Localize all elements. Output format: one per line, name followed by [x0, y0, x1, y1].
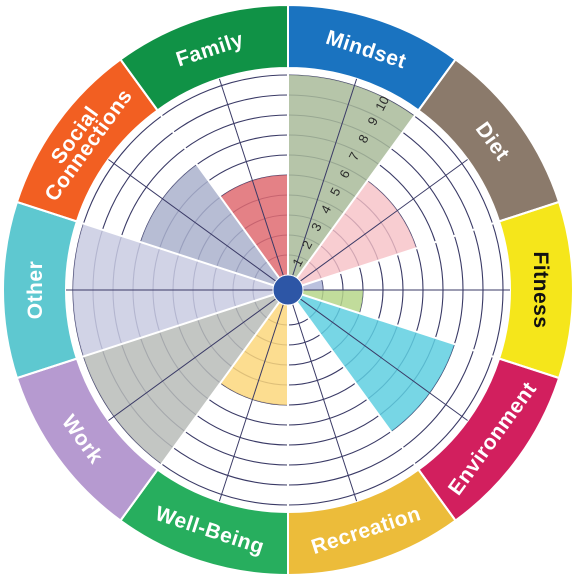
- band-divider: [16, 200, 275, 287]
- spoke: [218, 304, 284, 502]
- spoke: [292, 78, 358, 276]
- score-fill-recreation: [296, 294, 455, 432]
- band-divider: [296, 58, 457, 279]
- band-divider: [16, 293, 275, 380]
- spoke: [292, 304, 358, 502]
- band-divider: [119, 58, 280, 279]
- band-divider: [296, 301, 457, 522]
- spoke: [218, 78, 284, 276]
- score-fill-environment: [302, 290, 363, 314]
- score-fill-work: [220, 302, 288, 405]
- score-fill-extra: [140, 164, 280, 286]
- spokes: [16, 5, 560, 575]
- band-divider: [301, 200, 560, 287]
- score-fill-fitness: [302, 279, 323, 290]
- spoke: [299, 298, 468, 421]
- spoke: [299, 159, 468, 282]
- score-fill-other: [83, 294, 280, 464]
- score-fill-family: [220, 175, 288, 278]
- segment-label-text: Other: [24, 261, 47, 320]
- segment-label-other: Other: [24, 261, 47, 320]
- segment-label-fitness: Fitness: [529, 251, 552, 328]
- scale-number-10: 10: [372, 93, 392, 113]
- score-fill-mindset: [288, 75, 415, 278]
- band-divider: [301, 293, 560, 380]
- center-dot: [272, 274, 304, 306]
- spoke: [108, 159, 277, 282]
- band-divider: [119, 301, 280, 522]
- spoke: [108, 298, 277, 421]
- score-fill-diet: [296, 180, 417, 286]
- segment-label-text: Fitness: [529, 251, 552, 328]
